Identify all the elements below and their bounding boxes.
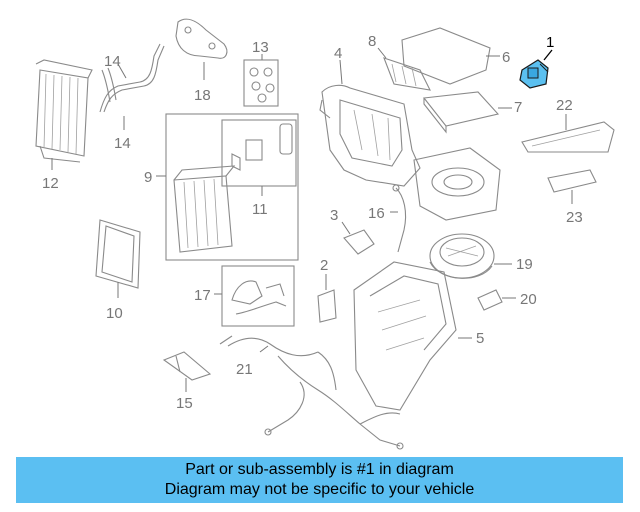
callout-22: 22 [556, 97, 573, 114]
part-22-duct [521, 114, 615, 153]
callout-20: 20 [520, 291, 537, 308]
part-2-sensor [317, 274, 337, 323]
part-4-hvac-case [319, 59, 421, 187]
callout-19: 19 [516, 256, 533, 273]
part-16-cable [390, 184, 407, 253]
callout-7: 7 [514, 99, 522, 116]
part-12-heater-core [35, 59, 93, 170]
parts-diagram: 1 2 3 4 5 6 7 8 9 10 11 12 13 14 14 15 1… [35, 18, 615, 450]
callout-8: 8 [368, 33, 376, 50]
part-1-blower-resistor [519, 49, 553, 89]
callout-11: 11 [252, 201, 268, 218]
part-21-wiring [219, 335, 319, 357]
part-3-sensor [341, 221, 375, 255]
part-15-clip [162, 351, 212, 392]
info-banner: Part or sub-assembly is #1 in diagram Di… [16, 457, 623, 503]
part-9-evaporator [156, 113, 299, 261]
callout-2: 2 [320, 257, 328, 274]
callout-3: 3 [330, 207, 338, 224]
part-18-bracket [175, 18, 228, 80]
callout-15: 15 [176, 395, 193, 412]
part-5-lower-case [353, 261, 472, 411]
callout-1: 1 [546, 34, 554, 51]
part-6-duct [377, 27, 500, 91]
part-10-frame [95, 219, 141, 298]
callout-4: 4 [334, 45, 342, 62]
callout-6: 6 [502, 49, 510, 66]
callout-13: 13 [252, 39, 269, 56]
callout-9: 9 [144, 169, 152, 186]
wiring-harness [264, 351, 404, 450]
callout-10: 10 [106, 305, 123, 322]
blower-housing [413, 147, 501, 221]
callout-12: 12 [42, 175, 59, 192]
banner-line-2: Diagram may not be specific to your vehi… [164, 481, 475, 498]
callout-16: 16 [368, 205, 385, 222]
callout-17: 17 [194, 287, 211, 304]
callout-23: 23 [566, 209, 583, 226]
part-13-grommets [243, 54, 279, 107]
part-19-blower-motor [429, 233, 512, 279]
part-17-actuator [214, 265, 295, 327]
part-7-filter [422, 91, 512, 134]
part-23-duct [547, 169, 597, 204]
callout-21: 21 [236, 361, 253, 378]
part-20-module [477, 289, 516, 311]
callout-18: 18 [194, 87, 211, 104]
banner-line-1: Part or sub-assembly is #1 in diagram [185, 461, 454, 478]
callout-14-upper: 14 [104, 53, 121, 70]
callout-5: 5 [476, 330, 484, 347]
callout-14-lower: 14 [114, 135, 131, 152]
part-14-pipes [99, 43, 165, 130]
